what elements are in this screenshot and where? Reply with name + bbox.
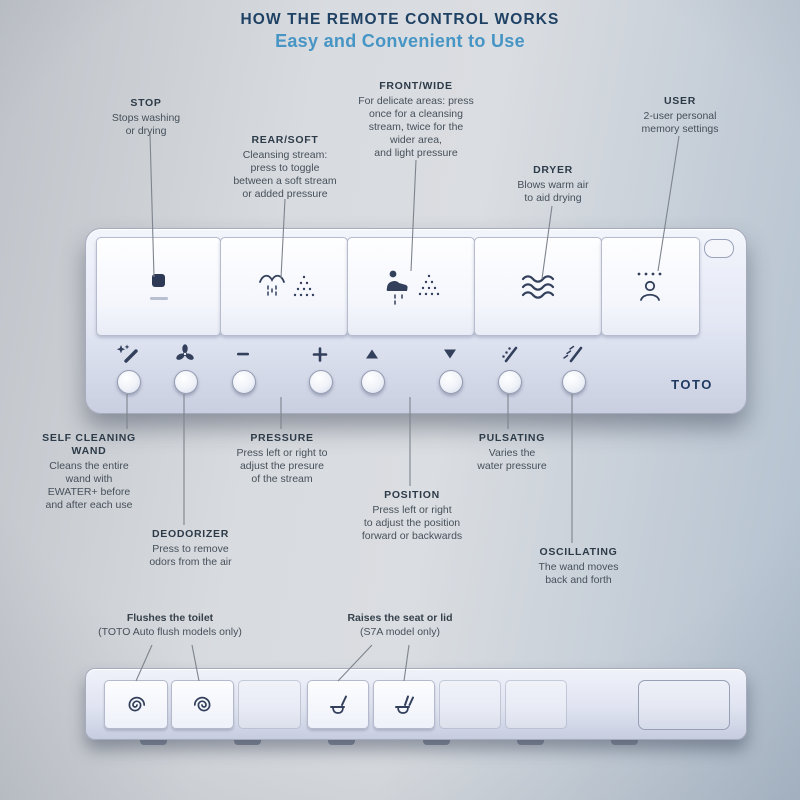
pulsating-icon xyxy=(498,341,520,367)
stop-button xyxy=(96,237,221,336)
oscillating-icon xyxy=(561,341,585,367)
page-subtitle: Easy and Convenient to Use xyxy=(275,31,525,51)
remote-control-side-view xyxy=(85,668,747,740)
callout-rear-soft-desc: Cleansing stream: press to toggle betwee… xyxy=(233,149,337,201)
callout-oscillating-desc: The wand moves back and forth xyxy=(538,561,619,587)
page-title: HOW THE REMOTE CONTROL WORKS xyxy=(240,11,560,28)
pressure-plus-button xyxy=(309,370,333,394)
side-panel xyxy=(439,680,501,729)
callout-self-cleaning-wand-desc: Cleans the entire wand with EWATER+ befo… xyxy=(45,460,133,512)
self-clean-button xyxy=(117,370,141,394)
callout-pressure-label: PRESSURE xyxy=(250,432,314,444)
callout-front-wide-desc: For delicate areas: press once for a cle… xyxy=(358,95,474,160)
plus-icon xyxy=(312,341,328,367)
callout-oscillating: OSCILLATING The wand moves back and fort… xyxy=(516,546,641,587)
arrow-down-icon xyxy=(444,341,457,367)
callout-position-desc: Press left or right to adjust the positi… xyxy=(361,504,463,543)
rear-spray-icon xyxy=(259,274,315,296)
callout-front-wide: FRONT/WIDE For delicate areas: press onc… xyxy=(334,80,498,160)
deodorizer-fan-icon xyxy=(174,341,196,367)
battery-compartment xyxy=(638,680,730,730)
callout-pressure: PRESSURE Press left or right to adjust t… xyxy=(206,432,358,486)
oscillating-button xyxy=(562,370,586,394)
flush-button-2 xyxy=(171,680,234,729)
callout-oscillating-label: OSCILLATING xyxy=(539,546,618,558)
side-panel xyxy=(238,680,301,729)
callout-deodorizer-desc: Press to remove odors from the air xyxy=(149,543,232,569)
callout-deodorizer-label: DEODORIZER xyxy=(151,528,229,540)
callout-rear-soft-label: REAR/SOFT xyxy=(251,134,319,146)
pressure-minus-button xyxy=(232,370,256,394)
callout-stop: STOP Stops washing or drying xyxy=(90,97,202,138)
callout-dryer-desc: Blows warm air to aid drying xyxy=(517,179,589,205)
callout-dryer-label: DRYER xyxy=(533,164,573,176)
lid-raise-button xyxy=(373,680,435,729)
deodorizer-button xyxy=(174,370,198,394)
callout-rear-soft: REAR/SOFT Cleansing stream: press to tog… xyxy=(208,134,362,201)
callout-pulsating-desc: Varies the water pressure xyxy=(477,447,547,473)
front-wide-button xyxy=(347,237,475,336)
arrow-up-icon xyxy=(366,341,379,367)
callout-pulsating: PULSATING Varies the water pressure xyxy=(456,432,568,473)
stop-icon xyxy=(152,273,165,287)
callout-pressure-desc: Press left or right to adjust the presur… xyxy=(236,447,328,486)
callout-self-cleaning-wand: SELF CLEANING WAND Cleans the entire wan… xyxy=(24,432,154,512)
remote-control-top-view: TOTO xyxy=(85,228,747,414)
position-up-button xyxy=(361,370,385,394)
callout-flush-line1: Flushes the toilet xyxy=(126,612,214,624)
lid-up-icon xyxy=(395,695,414,714)
remote-clip-notch xyxy=(704,239,734,258)
flush-button-1 xyxy=(104,680,168,729)
callout-stop-desc: Stops washing or drying xyxy=(111,112,181,138)
callout-pulsating-label: PULSATING xyxy=(478,432,546,444)
user-button xyxy=(601,237,700,336)
callout-position: POSITION Press left or right to adjust t… xyxy=(334,489,490,543)
rear-soft-button xyxy=(220,237,348,336)
user-icon xyxy=(637,272,661,301)
seat-raise-button xyxy=(307,680,369,729)
callout-seat-line1: Raises the seat or lid xyxy=(347,612,453,624)
front-wide-icon xyxy=(386,270,440,305)
toto-logo: TOTO xyxy=(671,377,713,392)
stop-underline xyxy=(149,296,168,300)
callout-stop-label: STOP xyxy=(130,97,162,109)
pulsating-button xyxy=(498,370,522,394)
callout-position-label: POSITION xyxy=(384,489,440,501)
callout-user-label: USER xyxy=(664,95,696,107)
dryer-button xyxy=(474,237,602,336)
callout-self-cleaning-wand-label: SELF CLEANING WAND xyxy=(42,432,136,458)
callout-user: USER 2-user personal memory settings xyxy=(616,95,744,136)
callout-deodorizer: DEODORIZER Press to remove odors from th… xyxy=(118,528,263,569)
callout-seat-line2: (S7A model only) xyxy=(360,625,440,638)
dryer-icon xyxy=(521,274,555,299)
flush-spiral-icon xyxy=(128,696,146,711)
side-panel xyxy=(505,680,567,729)
position-down-button xyxy=(439,370,463,394)
flush-spiral-icon xyxy=(193,696,210,711)
callout-flush-line2: (TOTO Auto flush models only) xyxy=(98,625,242,638)
minus-icon xyxy=(236,341,250,367)
callout-seat: Raises the seat or lid (S7A model only) xyxy=(308,612,492,639)
self-cleaning-wand-icon xyxy=(114,341,142,367)
callout-flush: Flushes the toilet (TOTO Auto flush mode… xyxy=(58,612,282,639)
callout-dryer: DRYER Blows warm air to aid drying xyxy=(492,164,614,205)
callout-front-wide-label: FRONT/WIDE xyxy=(379,80,453,92)
seat-up-icon xyxy=(330,695,347,714)
callout-user-desc: 2-user personal memory settings xyxy=(641,110,719,136)
